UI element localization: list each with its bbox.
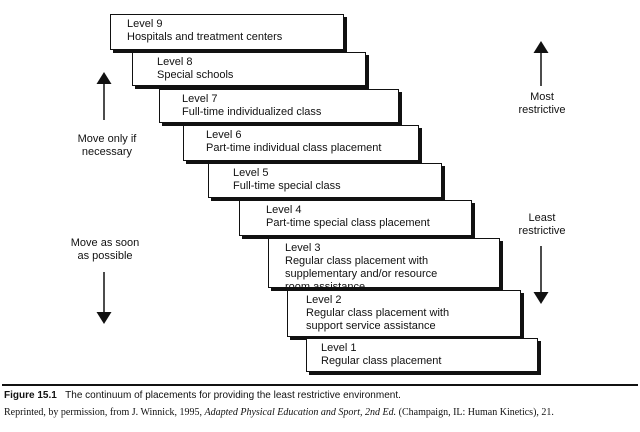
level-1-label: Level 1 [321, 342, 357, 354]
level-6-description: Part-time individual class placement [206, 142, 382, 154]
level-2-description: support service assistance [306, 320, 436, 332]
level-7-description: Full-time individualized class [182, 106, 322, 118]
level-4-label: Level 4 [266, 204, 302, 216]
level-5-description: Full-time special class [233, 180, 341, 192]
level-1-description: Regular class placement [321, 355, 442, 367]
level-6-label: Level 6 [206, 129, 242, 141]
level-9-label: Level 9 [127, 18, 163, 30]
level-9-description: Hospitals and treatment centers [127, 31, 283, 43]
level-8-description: Special schools [157, 69, 234, 81]
level-7-label: Level 7 [182, 93, 218, 105]
level-3-description: supplementary and/or resource [285, 268, 438, 280]
level-5-label: Level 5 [233, 167, 269, 179]
figure-caption: Figure 15.1 The continuum of placements … [4, 390, 401, 401]
level-4-description: Part-time special class placement [266, 217, 430, 229]
level-3-description: Regular class placement with [285, 255, 429, 267]
level-2-description: Regular class placement with [306, 307, 450, 319]
caption-divider [2, 384, 638, 386]
figure-credit: Reprinted, by permission, from J. Winnic… [4, 407, 554, 418]
level-2-label: Level 2 [306, 294, 342, 306]
level-3-label: Level 3 [285, 242, 321, 254]
level-8-label: Level 8 [157, 56, 193, 68]
